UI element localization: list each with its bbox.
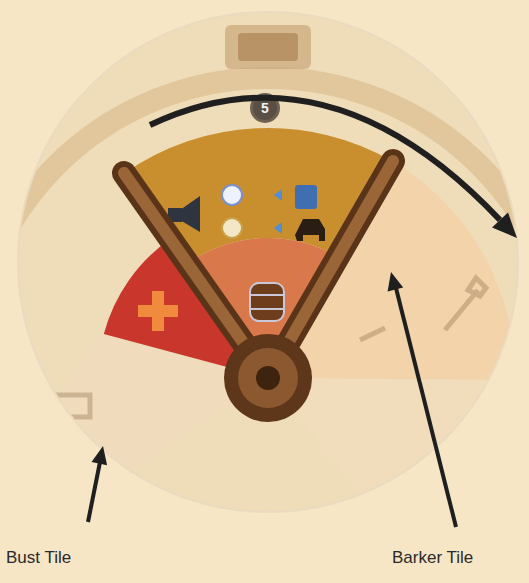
part-label: Bust Tile	[6, 548, 71, 568]
leader-line	[396, 288, 456, 527]
rotation-arrow	[150, 98, 500, 220]
leader-line	[88, 462, 100, 522]
tile-number: 5	[252, 95, 278, 121]
part-label: Barker Tile	[392, 548, 473, 568]
